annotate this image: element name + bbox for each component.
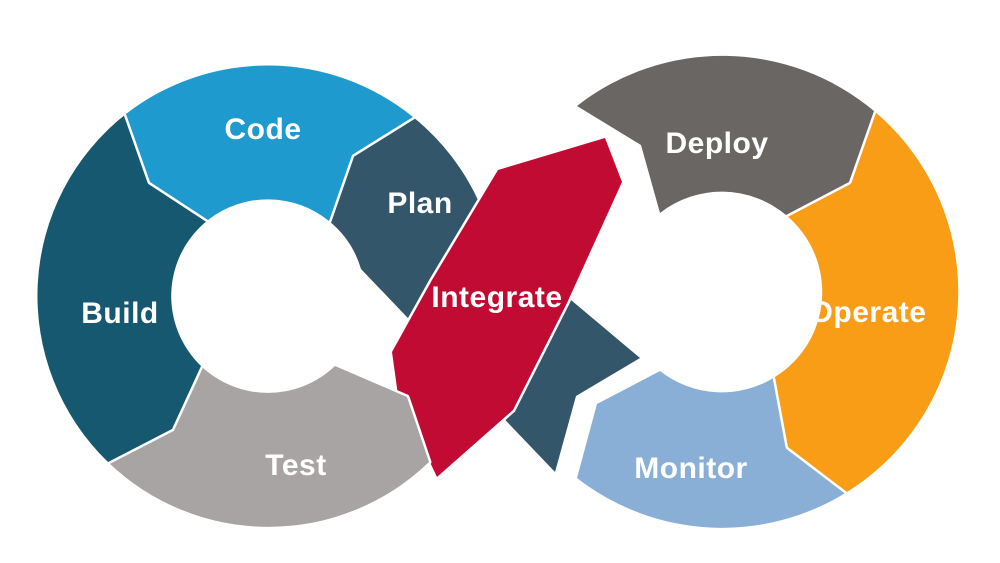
segment-code-arc [123, 63, 416, 224]
label-test: Test [265, 449, 326, 482]
label-code: Code [225, 113, 302, 146]
segment-deploy-arc [574, 53, 877, 218]
label-integrate: Integrate [431, 281, 562, 314]
segment-test-arc [105, 363, 432, 530]
segment-build-arc [34, 111, 211, 465]
segment-integrate-band [389, 135, 625, 480]
label-deploy: Deploy [665, 127, 768, 160]
label-operate: Operate [810, 296, 927, 329]
label-monitor: Monitor [634, 452, 747, 485]
segment-operate-arc [772, 108, 961, 495]
label-build: Build [81, 297, 159, 330]
label-plan: Plan [387, 187, 452, 220]
